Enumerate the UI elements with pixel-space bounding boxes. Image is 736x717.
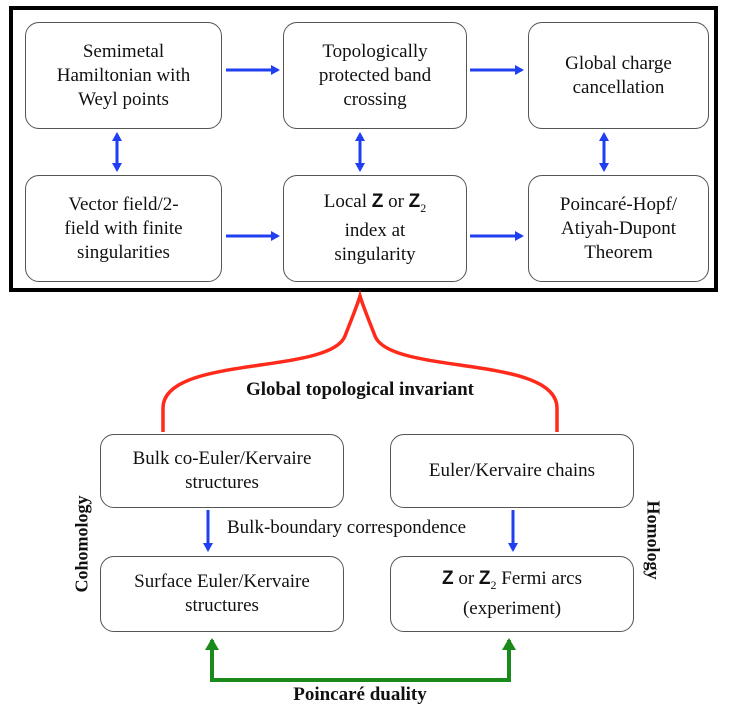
euler-kervaire-chains-box: Euler/Kervaire chains [390,434,634,508]
surface-euler-box: Surface Euler/Kervaire structures [100,556,344,632]
bulk-co-euler-box: Bulk co-Euler/Kervaire structures [100,434,344,508]
vector-field-box: Vector field/2- field with finite singul… [25,175,222,282]
charge-cancellation-box: Global charge cancellation [528,22,709,129]
global-invariant-brace [161,289,559,432]
band-crossing-box: Topologically protected band crossing [283,22,467,129]
fermi-arcs-box: Z or Z2 Fermi arcs (experiment) [390,556,634,632]
top-frame [9,6,718,292]
local-index-box: Local Z or Z2 index at singularity [283,175,467,282]
bulk-boundary-label: Bulk-boundary correspondence [225,517,469,539]
homology-label: Homology [643,500,664,580]
poincare-duality-label: Poincaré duality [293,684,427,705]
global-invariant-label: Global topological invariant [245,379,475,400]
cohomology-label: Cohomology [71,495,92,593]
semimetal-hamiltonian-box: Semimetal Hamiltonian with Weyl points [25,22,222,129]
poincare-hopf-box: Poincaré-Hopf/ Atiyah-Dupont Theorem [528,175,709,282]
poincare-duality-bracket [210,644,511,682]
